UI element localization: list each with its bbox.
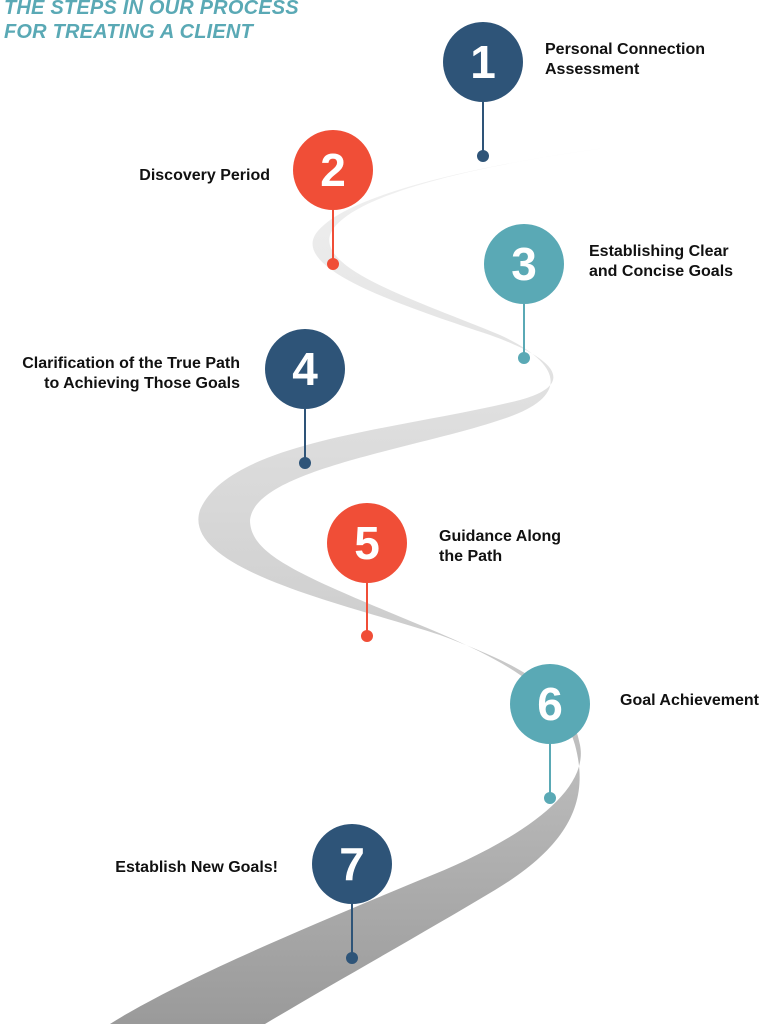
step-6-stem xyxy=(549,744,551,796)
step-6-badge: 6 xyxy=(510,664,590,744)
step-1-label: Personal Connection Assessment xyxy=(545,41,706,78)
step-7-dot xyxy=(346,952,358,964)
step-6-pin: 6 xyxy=(510,664,590,804)
step-4-dot xyxy=(299,457,311,469)
step-1-number: 1 xyxy=(470,36,496,88)
step-5-badge: 5 xyxy=(327,503,407,583)
step-2-dot xyxy=(327,258,339,270)
step-1-dot xyxy=(477,150,489,162)
step-4-number: 4 xyxy=(292,343,318,395)
step-3-dot xyxy=(518,352,530,364)
step-2-label: Discovery Period xyxy=(139,167,270,184)
step-1-badge: 1 xyxy=(443,22,523,102)
title-line-2: FOR TREATING A CLIENT xyxy=(4,21,253,43)
step-5-stem xyxy=(366,583,368,631)
step-3-pin: 3 xyxy=(484,224,564,364)
step-7-badge: 7 xyxy=(312,824,392,904)
step-6-number: 6 xyxy=(537,678,563,730)
page-title: THE STEPS IN OUR PROCESS FOR TREATING A … xyxy=(4,0,299,44)
step-6-label: Goal Achievement xyxy=(620,692,760,709)
step-7-label: Establish New Goals! xyxy=(115,859,278,876)
step-7-number: 7 xyxy=(339,838,365,890)
step-4-pin: 4 xyxy=(265,329,345,469)
step-7-pin: 7 xyxy=(312,824,392,964)
title-line-1: THE STEPS IN OUR PROCESS xyxy=(4,0,299,19)
step-5-dot xyxy=(361,630,373,642)
step-4-stem xyxy=(304,409,306,459)
step-5-number: 5 xyxy=(354,517,380,569)
step-5-label: Guidance Along the Path xyxy=(439,528,562,565)
step-2-stem xyxy=(332,210,334,260)
step-2-number: 2 xyxy=(320,144,346,196)
step-5-pin: 5 xyxy=(327,503,407,642)
step-1-pin: 1 xyxy=(443,22,523,162)
step-7-stem xyxy=(351,904,353,954)
step-4-badge: 4 xyxy=(265,329,345,409)
step-6-dot xyxy=(544,792,556,804)
step-2-pin: 2 xyxy=(293,130,373,270)
step-3-stem xyxy=(523,304,525,355)
step-3-number: 3 xyxy=(511,238,537,290)
step-3-badge: 3 xyxy=(484,224,564,304)
step-1-stem xyxy=(482,102,484,152)
step-3-label: Establishing Clear and Concise Goals xyxy=(589,243,734,280)
step-2-badge: 2 xyxy=(293,130,373,210)
step-4-label: Clarification of the True Path to Achiev… xyxy=(22,355,240,392)
